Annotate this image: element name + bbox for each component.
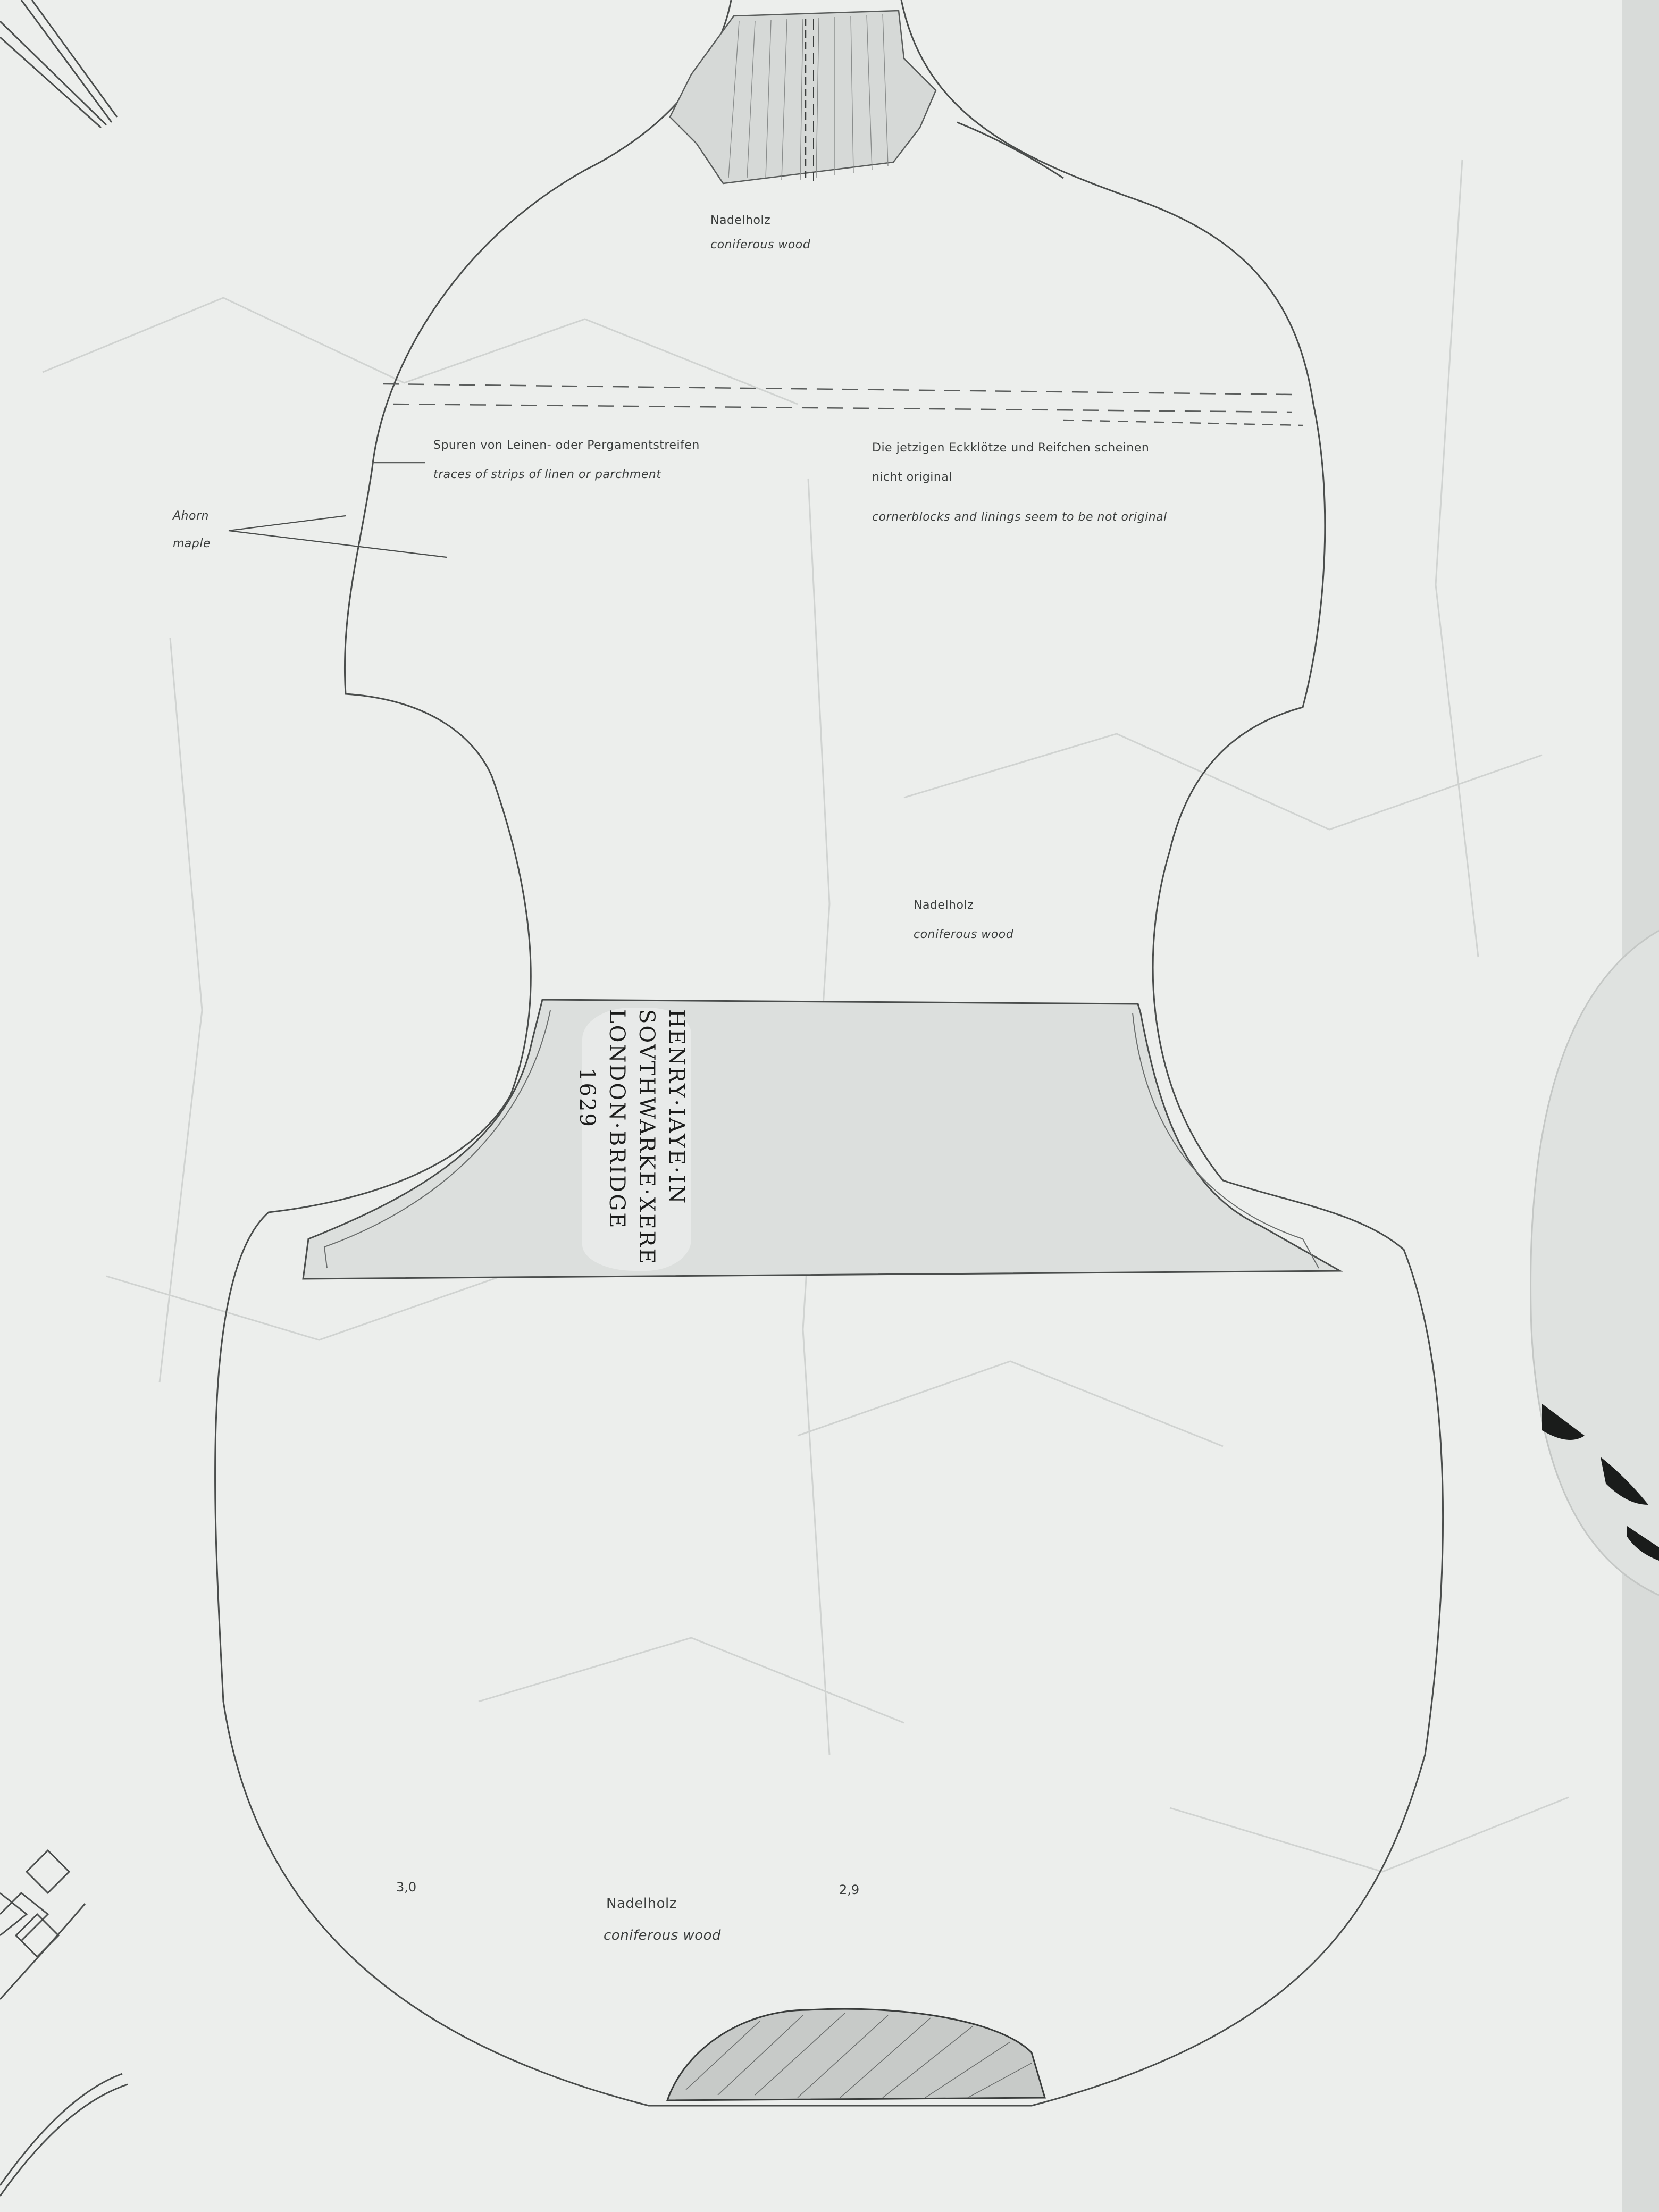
strip-trace-lines (372, 383, 1303, 464)
corner-drawing-top-left (0, 0, 118, 129)
bottom-label-en: coniferous wood (604, 1928, 722, 1943)
maker-label-year: 1629 (575, 1068, 599, 1128)
maker-label-line: SOVTHWARKE·XERE (634, 1009, 659, 1266)
cornerblocks-label-de-line2: nicht original (872, 471, 952, 484)
strips-label-de: Spuren von Leinen- oder Pergamentstreife… (433, 439, 700, 452)
maker-label-line: LONDON·BRIDGE (605, 1009, 629, 1230)
bottom-block (666, 2008, 1046, 2101)
maple-label-en: maple (173, 537, 211, 550)
top-block-label-de: Nadelholz (710, 214, 771, 227)
body-outline (214, 0, 1444, 2107)
maple-leader-lines (228, 515, 447, 558)
lower-block (302, 999, 1343, 1280)
strips-label-en: traces of strips of linen or parchment (433, 468, 661, 481)
top-block (669, 10, 1064, 185)
round-object-right-edge (1530, 929, 1659, 1596)
top-block-label-en: coniferous wood (710, 238, 811, 252)
middle-label-de: Nadelholz (914, 899, 974, 912)
middle-label-en: coniferous wood (914, 928, 1014, 941)
maple-label-de: Ahorn (173, 509, 209, 523)
maker-label-text: HENRY·IAYE·IN SOVTHWARKE·XERE LONDON·BRI… (572, 1009, 691, 1266)
measurement-left: 3,0 (396, 1880, 417, 1895)
corner-drawing-bottom-left (0, 1849, 128, 2197)
maker-label-paper (582, 1008, 691, 1271)
cornerblocks-label-en: cornerblocks and linings seem to be not … (872, 510, 1167, 524)
measurement-right: 2,9 (839, 1882, 860, 1897)
maker-label-line: HENRY·IAYE·IN (664, 1009, 689, 1205)
bottom-label-de: Nadelholz (606, 1896, 677, 1912)
cornerblocks-label-de-line1: Die jetzigen Eckklötze und Reifchen sche… (872, 441, 1150, 455)
